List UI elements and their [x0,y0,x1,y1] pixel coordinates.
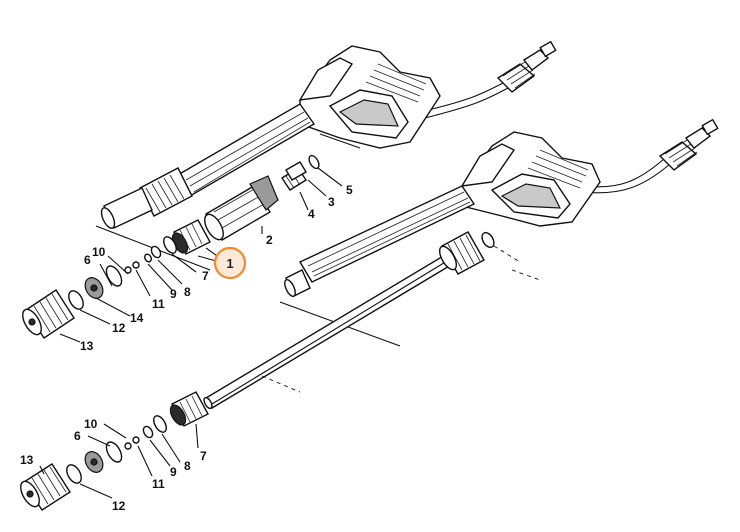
callout-label-5: 5 [346,183,353,197]
lower-lance [203,231,541,410]
callout-label-7: 7 [202,269,209,283]
callout-label-14: 14 [130,311,144,325]
lower-part-7-nut [169,391,209,427]
callout-label-13: 13 [80,339,94,353]
upper-gun-body [298,45,441,149]
lower-callout-label-6: 6 [74,429,81,443]
lower-callout-label-13: 13 [20,453,34,467]
lower-part-6-ring [105,441,123,463]
upper-spray-gun [95,40,557,271]
lower-callout-label-7: 7 [200,449,207,463]
part-5-o-ring [308,154,320,170]
callout-label-8: 8 [184,285,191,299]
highlight-circle [213,246,247,280]
part-8-ring [150,245,162,259]
lower-callout-label-11: 11 [152,477,165,491]
lower-spray-gun [279,118,719,347]
callout-label-2: 2 [266,233,273,247]
part-1-callout-highlight: 1 [205,246,247,280]
lower-lance-o-ring [481,231,495,249]
part-10-washer [132,261,140,269]
callout-label-9: 9 [170,287,177,301]
lower-gun-body [460,131,601,227]
lower-part-11-washer [124,442,132,450]
lower-gun-tube [284,185,476,298]
callout-label-10: 10 [92,245,106,259]
part-1-nut [171,219,211,255]
callout-label-12: 12 [112,321,126,335]
lower-nozzle-insert [84,451,104,473]
callout-label-4: 4 [308,207,315,221]
callout-label-6: 6 [84,253,91,267]
lower-exploded-parts [20,391,209,511]
upper-hose-coupling [496,40,557,93]
lower-callout-label-9: 9 [170,465,177,479]
lower-lance-nut [438,231,485,275]
part-7-o-ring [163,236,177,254]
lower-hose-coupling [658,118,719,171]
callout-label-1-highlight: 1 [226,256,233,271]
part-11-washer [124,266,132,274]
lower-part-12-clip [66,464,82,484]
lower-part-10-washer [132,436,140,444]
callout-label-11: 11 [152,297,165,311]
lower-callout-label-8: 8 [184,459,191,473]
part-4-fitting [285,161,307,181]
part-14-nozzle-insert [84,277,104,299]
upper-lance-tube [100,103,316,229]
lower-part-8-ring [153,415,167,433]
part-13-nozzle-cap [22,289,75,339]
lower-part-13-nozzle-cap [20,463,71,511]
lower-callout-label-12: 12 [112,499,126,513]
part-9-ring [144,253,152,263]
part-12-clip [68,290,84,310]
upper-exploded-parts [22,154,343,343]
lower-part-9-ring [142,425,154,439]
callout-label-3: 3 [328,195,335,209]
part-2-sleeve [204,175,279,241]
lower-callout-label-10: 10 [84,417,98,431]
